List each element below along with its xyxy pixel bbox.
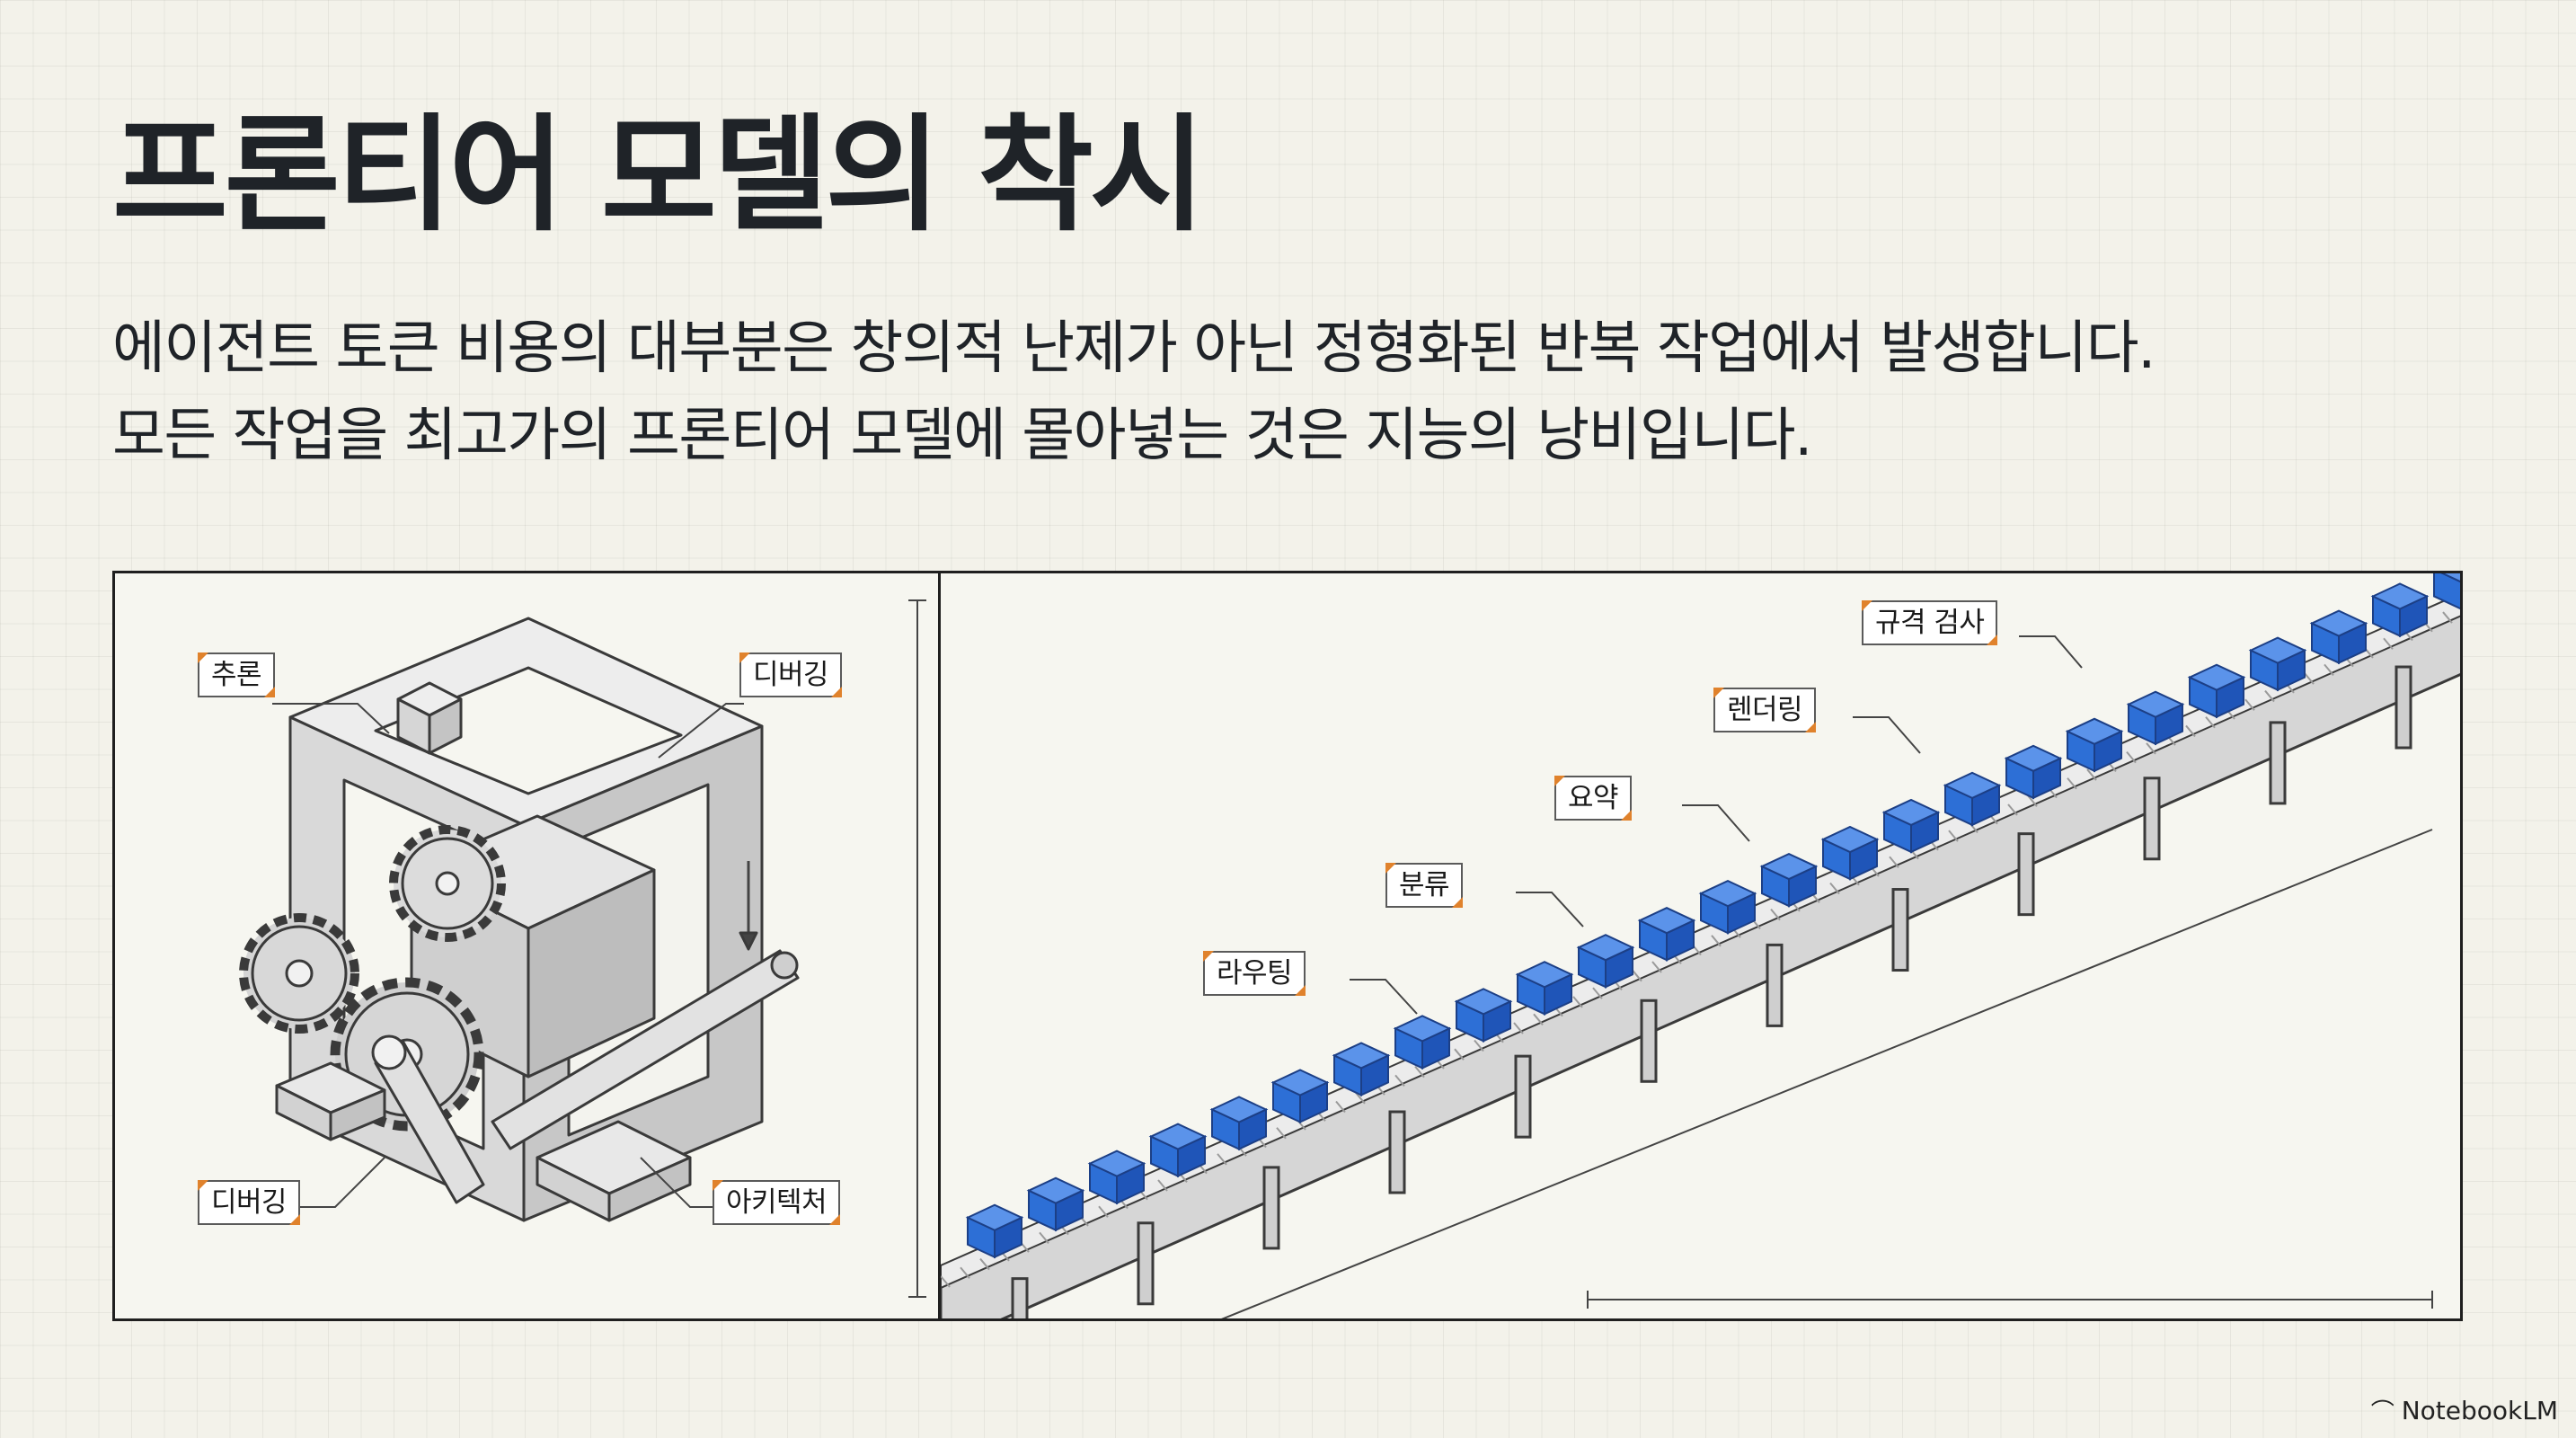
belt-slat	[2146, 742, 2156, 755]
conveyor-box	[1209, 1096, 1269, 1151]
slide-title: 프론티어 모델의 착시	[112, 102, 1206, 249]
belt-slat	[2304, 672, 2315, 685]
belt-slat	[1632, 970, 1642, 982]
support-leg	[2143, 777, 2161, 861]
support-leg	[1011, 1277, 1029, 1318]
complex-machine-panel: 추론 디버깅 디버깅 아키텍처	[112, 571, 941, 1321]
conveyor-box	[1881, 798, 1941, 854]
subtitle-line-1: 에이전트 토큰 비용의 대부분은 창의적 난제가 아닌 정형화된 반복 작업에서…	[112, 315, 2156, 382]
belt-slat	[1355, 1092, 1366, 1105]
conveyor-box	[1515, 961, 1574, 1016]
conveyor-illustration	[941, 573, 2460, 1318]
belt-slat	[1513, 1022, 1524, 1034]
belt-slat	[1217, 1153, 1227, 1166]
support-leg	[1262, 1166, 1280, 1250]
belt-slat	[2126, 750, 2137, 764]
belt-slat	[1454, 1048, 1465, 1061]
conveyor-box	[1454, 988, 1513, 1043]
belt-slat	[1651, 961, 1662, 973]
conveyor-box	[2126, 690, 2185, 746]
conveyor-box	[1087, 1150, 1146, 1205]
belt-slat	[2007, 803, 2018, 816]
support-leg	[1766, 943, 1784, 1027]
belt-slat	[1276, 1127, 1287, 1140]
belt-slat	[1829, 882, 1840, 895]
belt-slat	[1039, 1231, 1049, 1245]
conveyor-box	[2065, 717, 2124, 773]
support-leg	[1388, 1110, 1406, 1194]
conveyor-box	[2248, 636, 2307, 692]
belt-slat	[2324, 663, 2334, 677]
belt-slat	[1770, 908, 1781, 921]
belt-slat	[1414, 1066, 1425, 1078]
belt-slat	[2442, 611, 2453, 624]
conveyor-box	[2433, 573, 2460, 610]
belt-slat	[941, 1275, 951, 1288]
belt-slat	[1098, 1205, 1109, 1218]
support-leg	[1891, 888, 1909, 972]
belt-slat	[1948, 830, 1959, 842]
label-rendering: 렌더링	[1713, 688, 1817, 733]
belt-slat	[2264, 689, 2275, 703]
support-leg	[1640, 999, 1658, 1083]
label-summary: 요약	[1554, 776, 1633, 821]
label-architecture: 아키텍처	[713, 1180, 841, 1226]
support-leg	[2269, 721, 2287, 805]
conveyor-box	[1698, 880, 1757, 935]
conveyor-box	[1332, 1042, 1391, 1096]
conveyor-box	[1026, 1176, 1085, 1232]
conveyor-box	[2309, 609, 2368, 665]
support-leg	[2017, 832, 2035, 917]
notebooklm-icon: ⌒	[2370, 1399, 2395, 1426]
belt-slat	[2086, 768, 2097, 781]
conveyor-box	[1820, 825, 1880, 881]
belt-slat	[1711, 935, 1722, 947]
support-leg	[2395, 665, 2412, 750]
support-leg	[1137, 1221, 1155, 1306]
conveyor-box	[2187, 663, 2246, 719]
conveyor-box	[1148, 1123, 1208, 1178]
belt-slat	[960, 1266, 970, 1279]
notebooklm-logo-text: NotebookLM	[2401, 1396, 2558, 1425]
conveyor-box	[1393, 1015, 1452, 1070]
belt-slat	[1335, 1100, 1346, 1114]
belt-slat	[2067, 777, 2077, 790]
conveyor-box	[1270, 1069, 1330, 1124]
belt-slat	[979, 1257, 990, 1271]
belt-slat	[1572, 996, 1583, 1008]
belt-slat	[1474, 1039, 1484, 1052]
conveyor-box	[1759, 852, 1819, 908]
belt-slat	[2205, 716, 2216, 729]
belt-slat	[1592, 987, 1603, 999]
belt-slat	[1394, 1074, 1405, 1087]
label-classification: 분류	[1385, 863, 1464, 909]
label-routing: 라우팅	[1203, 951, 1306, 997]
conveyor-box	[1943, 771, 2002, 827]
belt-slat	[2244, 698, 2255, 711]
belt-slat	[2027, 794, 2038, 807]
conveyor-belt-panel: 규격 검사 렌더링 요약 분류 라우팅	[938, 571, 2463, 1321]
conveyor-box	[1637, 907, 1696, 962]
label-reasoning: 추론	[198, 652, 276, 698]
label-rule-check: 규격 검사	[1862, 600, 1998, 646]
label-debugging-bottom: 디버깅	[198, 1180, 301, 1226]
belt-slat	[1889, 856, 1899, 868]
conveyor-box	[2370, 582, 2430, 638]
notebooklm-logo: ⌒ NotebookLM	[2371, 1394, 2558, 1427]
conveyor-box	[2004, 744, 2063, 800]
conveyor-box	[1576, 934, 1635, 989]
belt-slat	[2383, 637, 2394, 650]
subtitle-line-2: 모든 작업을 최고가의 프론티어 모델에 몰아넣는 것은 지능의 낭비입니다.	[112, 403, 1813, 469]
belt-slat	[1533, 1013, 1544, 1025]
label-debugging-top: 디버깅	[739, 652, 843, 698]
belt-slat	[2185, 724, 2196, 738]
complex-machine-illustration	[239, 599, 926, 1298]
support-leg	[1514, 1054, 1532, 1139]
belt-slat	[1157, 1179, 1168, 1192]
conveyor-box	[965, 1203, 1024, 1259]
